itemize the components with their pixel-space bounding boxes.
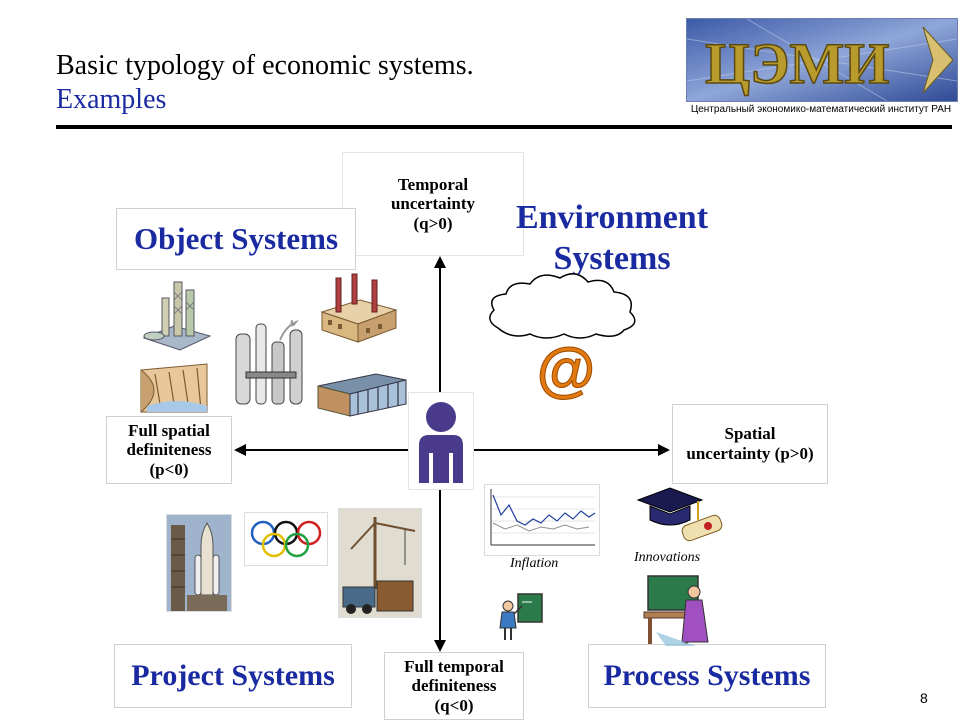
child-blackboard-icon <box>499 593 543 640</box>
logo-caption: Центральный экономико-математический инс… <box>690 104 952 115</box>
axis-bottom-line-2: definiteness <box>411 676 497 696</box>
axis-bottom-line-3: (q<0) <box>434 695 474 715</box>
environment-systems-label: Environment Systems <box>500 198 724 280</box>
teacher-icon <box>643 575 709 646</box>
axis-bottom-line-1: Full temporal <box>404 656 504 676</box>
logo-graphic: ЦЭМИ <box>687 19 957 101</box>
factory-icon <box>320 273 398 343</box>
institute-logo: ЦЭМИ <box>686 18 958 102</box>
person-box <box>408 392 474 490</box>
refinery-icon <box>142 281 212 351</box>
axis-top-line-3: (q>0) <box>413 213 453 233</box>
construction-photo <box>338 508 422 618</box>
logo-text: ЦЭМИ <box>705 31 889 96</box>
construction-crane-icon <box>339 509 421 617</box>
at-glyph: @ <box>537 340 596 402</box>
axis-label-left: Full spatial definiteness (p<0) <box>106 416 232 484</box>
project-systems-label: Project Systems <box>114 644 352 708</box>
axis-label-right: Spatial uncertainty (p>0) <box>672 404 828 484</box>
axis-left-line-3: (p<0) <box>149 459 189 479</box>
axis-label-top: Temporal uncertainty (q>0) <box>342 152 524 256</box>
space-shuttle-icon <box>167 515 231 611</box>
olympic-rings-box <box>244 512 328 566</box>
at-icon: @ <box>536 340 596 402</box>
inflation-chart-box <box>484 484 600 556</box>
axis-top-line-2: uncertainty <box>390 194 476 214</box>
graduation-cap-icon <box>636 487 723 542</box>
innovations-caption: Innovations <box>634 550 701 565</box>
inflation-chart-icon <box>490 489 596 546</box>
person-icon <box>419 402 463 483</box>
axis-right-line-1: Spatial <box>724 424 776 444</box>
olympic-rings-icon <box>250 520 322 558</box>
inflation-caption: Inflation <box>510 556 559 571</box>
axis-left-line-1: Full spatial <box>128 420 210 440</box>
slide-subtitle: Examples <box>56 84 167 115</box>
slide-title: Basic typology of economic systems. <box>56 50 474 81</box>
axis-label-bottom: Full temporal definiteness (q<0) <box>384 652 524 720</box>
cloud-icon <box>489 273 636 339</box>
space-shuttle-photo <box>166 514 232 612</box>
title-rule <box>56 125 952 129</box>
dam-icon <box>140 363 208 413</box>
chemical-plant-icon <box>235 319 303 405</box>
environment-label-line-2: Systems <box>553 239 671 277</box>
process-systems-label: Process Systems <box>588 644 826 708</box>
object-systems-label: Object Systems <box>116 208 356 270</box>
axis-top-line-1: Temporal <box>397 174 469 194</box>
axis-left-line-2: definiteness <box>126 440 212 460</box>
environment-label-line-1: Environment <box>515 199 709 236</box>
page-number: 8 <box>920 690 928 706</box>
axis-right-line-2: uncertainty (p>0) <box>686 444 814 463</box>
warehouse-icon <box>317 373 407 417</box>
